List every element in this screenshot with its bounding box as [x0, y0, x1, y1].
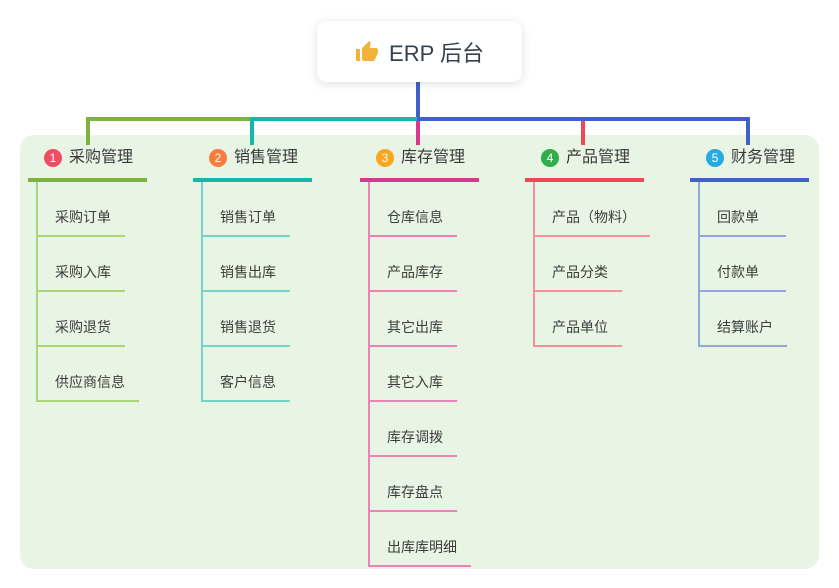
branch-children: 仓库信息 产品库存 其它出库 其它入库 库存调拨 库存盘点 出库库明细	[368, 182, 471, 567]
branch-sales: 2 销售管理 销售订单 销售出库 销售退货 客户信息	[193, 140, 353, 402]
child-node[interactable]: 其它入库	[368, 347, 457, 402]
child-node-label: 付款单	[698, 263, 786, 292]
child-node-label: 供应商信息	[36, 373, 139, 402]
connector-drop-5	[746, 117, 750, 145]
child-node[interactable]: 出库库明细	[368, 512, 471, 567]
child-node[interactable]: 销售退货	[201, 292, 290, 347]
child-node[interactable]: 回款单	[698, 182, 786, 237]
branch-children: 销售订单 销售出库 销售退货 客户信息	[201, 182, 290, 402]
child-node-label: 其它出库	[368, 318, 457, 347]
branch-inventory: 3 库存管理 仓库信息 产品库存 其它出库 其它入库 库存调拨 库存盘点	[360, 140, 520, 567]
root-node-label: ERP 后台	[389, 40, 484, 66]
branch-children: 采购订单 采购入库 采购退货 供应商信息	[36, 182, 139, 402]
connector-bus-segment-2	[252, 117, 417, 121]
branch-title-label: 产品管理	[566, 149, 631, 166]
child-node-label: 仓库信息	[368, 208, 457, 237]
child-node[interactable]: 结算账户	[698, 292, 787, 347]
child-node[interactable]: 产品分类	[533, 237, 622, 292]
connector-drop-2	[250, 117, 254, 145]
child-node-label: 客户信息	[201, 373, 290, 402]
child-node-label: 其它入库	[368, 373, 457, 402]
branch-trunk-line	[698, 182, 700, 347]
thumbs-up-icon	[355, 40, 379, 64]
branch-title-purchase[interactable]: 1 采购管理	[28, 140, 148, 182]
connector-bus-segment-5	[417, 117, 750, 121]
child-node[interactable]: 其它出库	[368, 292, 457, 347]
branch-finance: 5 财务管理 回款单 付款单 结算账户	[690, 140, 839, 347]
branch-children: 回款单 付款单 结算账户	[698, 182, 787, 347]
child-node-label: 出库库明细	[368, 538, 471, 567]
branch-title-finance[interactable]: 5 财务管理	[690, 140, 810, 182]
child-node[interactable]: 采购退货	[36, 292, 125, 347]
child-node-label: 销售出库	[201, 263, 290, 292]
child-node[interactable]: 仓库信息	[368, 182, 457, 237]
branch-title-label: 采购管理	[69, 149, 134, 166]
child-node[interactable]: 销售出库	[201, 237, 290, 292]
branch-trunk-line	[533, 182, 535, 347]
child-node[interactable]: 付款单	[698, 237, 786, 292]
branch-trunk-line	[201, 182, 203, 402]
child-node-label: 采购订单	[36, 208, 125, 237]
child-node[interactable]: 采购订单	[36, 182, 125, 237]
connector-drop-1	[86, 117, 90, 145]
child-node[interactable]: 产品（物料）	[533, 182, 650, 237]
child-node-label: 产品单位	[533, 318, 622, 347]
branch-number-badge: 5	[706, 149, 724, 167]
child-node-label: 销售退货	[201, 318, 290, 347]
child-node-label: 结算账户	[698, 318, 787, 347]
child-node-label: 销售订单	[201, 208, 290, 237]
connector-drop-3	[416, 121, 420, 145]
connector-drop-4	[581, 121, 585, 145]
child-node[interactable]: 供应商信息	[36, 347, 139, 402]
child-node-label: 产品（物料）	[533, 208, 650, 237]
branch-title-sales[interactable]: 2 销售管理	[193, 140, 313, 182]
branch-title-label: 销售管理	[234, 149, 299, 166]
branch-children: 产品（物料） 产品分类 产品单位	[533, 182, 650, 347]
child-node-label: 采购退货	[36, 318, 125, 347]
branches-panel	[20, 135, 819, 569]
branch-number-badge: 3	[376, 149, 394, 167]
branch-number-badge: 1	[44, 149, 62, 167]
branch-number-badge: 2	[209, 149, 227, 167]
child-node[interactable]: 库存调拨	[368, 402, 457, 457]
root-node[interactable]: ERP 后台	[317, 21, 522, 82]
branch-number-badge: 4	[541, 149, 559, 167]
child-node[interactable]: 客户信息	[201, 347, 290, 402]
child-node[interactable]: 库存盘点	[368, 457, 457, 512]
branch-title-label: 财务管理	[731, 149, 796, 166]
child-node-label: 回款单	[698, 208, 786, 237]
branch-trunk-line	[36, 182, 38, 402]
child-node[interactable]: 产品库存	[368, 237, 457, 292]
branch-title-label: 库存管理	[401, 149, 466, 166]
child-node[interactable]: 采购入库	[36, 237, 125, 292]
connector-root-drop	[416, 82, 420, 119]
child-node-label: 产品分类	[533, 263, 622, 292]
child-node-label: 采购入库	[36, 263, 125, 292]
branch-product: 4 产品管理 产品（物料） 产品分类 产品单位	[525, 140, 685, 347]
child-node[interactable]: 销售订单	[201, 182, 290, 237]
child-node-label: 库存盘点	[368, 483, 457, 512]
child-node-label: 产品库存	[368, 263, 457, 292]
branch-title-product[interactable]: 4 产品管理	[525, 140, 645, 182]
branch-title-inventory[interactable]: 3 库存管理	[360, 140, 480, 182]
branch-purchase: 1 采购管理 采购订单 采购入库 采购退货 供应商信息	[28, 140, 188, 402]
connector-bus-segment-1	[86, 117, 252, 121]
child-node[interactable]: 产品单位	[533, 292, 622, 347]
branch-trunk-line	[368, 182, 370, 567]
child-node-label: 库存调拨	[368, 428, 457, 457]
